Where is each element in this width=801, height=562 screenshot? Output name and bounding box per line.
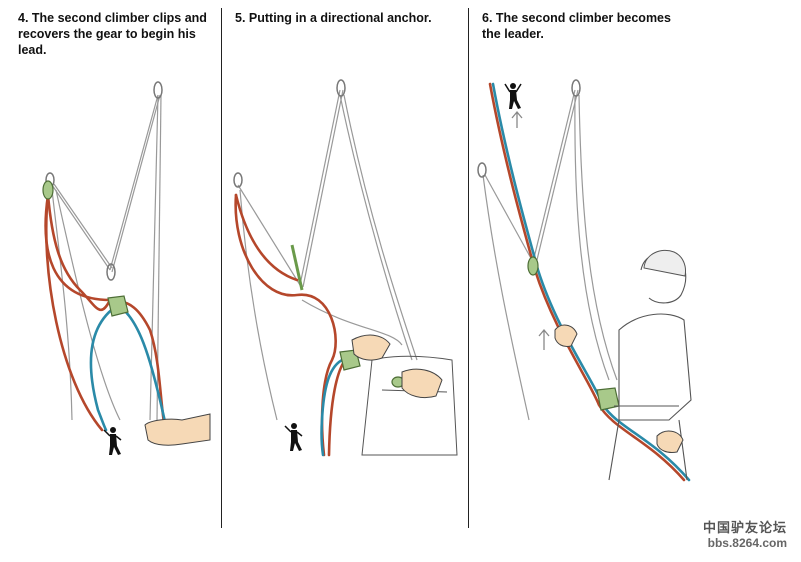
sling [237,184,301,286]
sling [578,94,618,381]
belay-device-icon [107,295,129,317]
arrow-up-icon [511,110,523,128]
carabiner-icon [42,180,54,200]
sling [301,299,403,346]
legs-outline [608,419,688,481]
bolt [336,79,346,97]
caption-line: 5. Putting in a directional anchor. [235,11,432,25]
sling [51,184,111,271]
bolt [233,172,243,188]
sling [482,174,530,421]
direction-arrows [511,110,550,350]
shirt-outline [618,313,692,421]
red-rope [44,193,167,432]
watermark: 中国驴友论坛 bbs.8264.com [703,517,787,550]
climber-figure-icon [284,423,303,451]
sling [574,94,610,381]
helmet-icon [643,249,686,277]
panel-caption: 6. The second climber becomes the leader… [482,10,722,42]
hand-icon [144,413,211,446]
sling [55,189,121,421]
blue-rope [116,303,170,434]
blue-rope [89,303,120,432]
caption-line: 6. The second climber becomes [482,11,671,25]
anchor-bolts [233,79,346,188]
sling [343,94,418,361]
panel-step-4: 4. The second climber clips and recovers… [0,0,221,528]
hand-icon [351,334,443,399]
bolt [153,81,163,99]
carabiner [106,263,116,281]
ropes [488,82,691,482]
anchor-bolts [477,79,581,178]
step-6-illustration [477,79,692,482]
sling [299,89,341,286]
panel-caption: 4. The second climber clips and recovers… [18,10,218,58]
sling [535,89,579,265]
sling [302,89,344,288]
sling [109,94,159,271]
panel-step-5: 5. Putting in a directional anchor. [222,0,468,528]
caption-line: the leader. [482,27,544,41]
sling [339,94,413,361]
step-5-illustration [233,79,458,457]
sling-lines [51,94,162,421]
anchor-bolts [45,81,163,281]
sling [239,189,278,421]
sling [484,174,534,263]
caption-line: 4. The second climber clips and [18,11,207,25]
red-rope [488,82,686,482]
belay-device-icon [596,387,620,411]
red-rope [45,193,104,432]
panel-caption: 5. Putting in a directional anchor. [235,10,465,26]
caption-line: recovers the gear to begin his lead. [18,27,196,57]
sling [111,94,161,273]
belay-device [42,180,129,317]
red-rope [46,193,112,312]
hand-icon [554,324,684,453]
climber-figure-icon [103,427,122,455]
ropes [234,193,349,457]
blue-rope [320,356,349,457]
watermark-site-name: 中国驴友论坛 [702,520,787,535]
sling [51,189,73,421]
blue-rope [491,82,691,482]
bolt [477,162,487,178]
panel-divider [468,8,469,528]
quickdraw-icon [290,244,304,291]
quickdraw-icon [527,256,539,276]
gear [527,256,620,411]
sling-lines [482,89,618,421]
arrow-up-icon [538,328,550,350]
red-rope [234,193,299,282]
sling [532,89,576,263]
panel-step-6: 6. The second climber becomes the leader… [469,0,801,528]
sling-lines [237,89,418,421]
ropes [44,193,170,434]
step-4-illustration [42,81,211,455]
watermark-url: bbs.8264.com [707,536,787,550]
sling [53,183,113,269]
bolt [571,79,581,97]
panel-divider [221,8,222,528]
leader-climber-icon [504,83,522,109]
